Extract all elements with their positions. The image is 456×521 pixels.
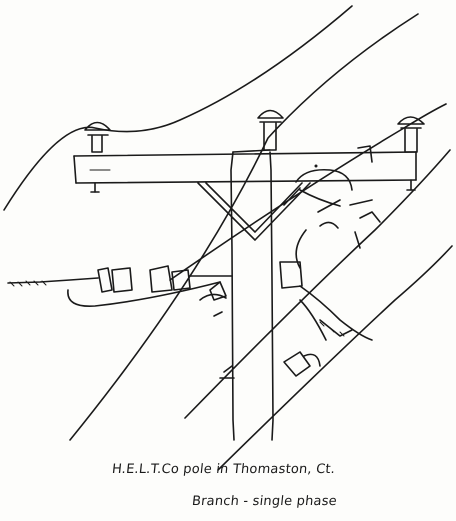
caption-subtitle: Branch - single phase — [191, 494, 338, 509]
pole — [230, 149, 274, 441]
insulator-right — [397, 116, 425, 191]
crossarm — [73, 151, 417, 184]
insulator-left — [84, 121, 111, 193]
pole-hardware — [219, 261, 373, 379]
caption-title: H.E.L.T.Co pole in Thomaston, Ct. — [111, 462, 336, 477]
fuse-cutout — [283, 145, 381, 269]
wire-shading — [9, 280, 345, 337]
insulator-center — [257, 109, 284, 151]
strain-insulator — [7, 265, 233, 317]
crossarm-brace — [197, 182, 311, 241]
overhead-wires — [3, 5, 453, 471]
